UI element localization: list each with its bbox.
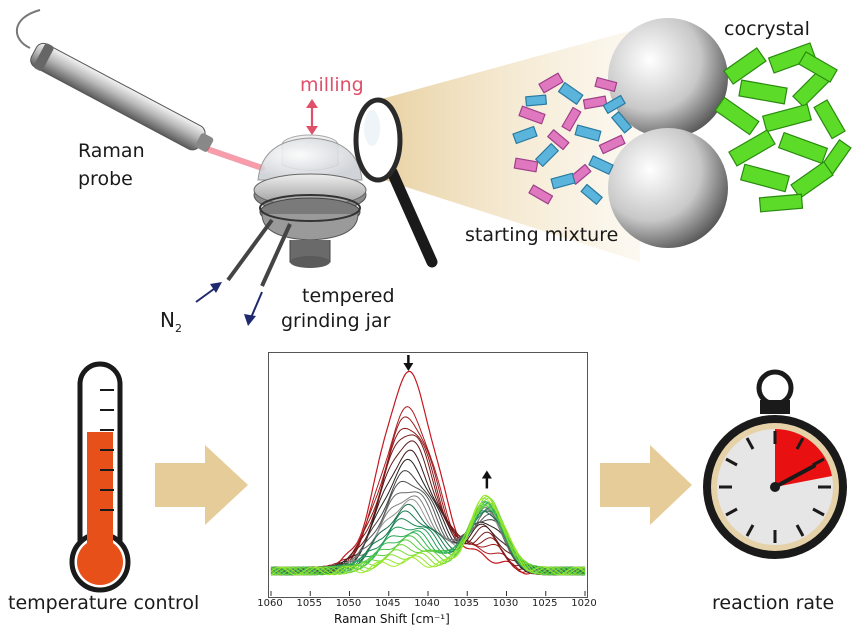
raman-spectrum-chart (268, 352, 588, 598)
x-tick-label: 1035 (453, 598, 479, 609)
cocrystal-crystals (714, 42, 852, 213)
x-axis-label: Raman Shift [cm⁻¹] (334, 612, 450, 626)
spectrum-series-7 (270, 449, 586, 576)
x-tick-label: 1040 (414, 598, 440, 609)
decrease-arrow-icon (403, 355, 414, 371)
increase-arrow-icon (481, 470, 492, 489)
flow-arrow-right (600, 445, 692, 525)
raman-probe-label-line1: Raman (78, 140, 145, 162)
spectrum-series-26 (270, 497, 586, 576)
milling-ball-top (608, 18, 728, 138)
temperature-control-label: temperature control (8, 592, 200, 614)
x-tick-label: 1045 (375, 598, 401, 609)
spectrum-series-12 (270, 495, 586, 576)
spectrum-series-15 (271, 510, 585, 576)
milling-ball-bottom (608, 128, 728, 248)
x-tick-label: 1050 (335, 598, 362, 609)
spectrum-series-21 (270, 505, 586, 576)
cocrystal-label: cocrystal (724, 18, 810, 40)
spectrum-series-24 (270, 495, 586, 576)
raman-probe-label-line2: probe (78, 168, 133, 190)
x-tick-label: 1020 (571, 598, 597, 609)
thermometer-icon (69, 361, 131, 593)
starting-mixture-crystals (512, 72, 633, 205)
n2-label: N2 (160, 308, 182, 335)
milling-arrow-icon (306, 99, 318, 135)
x-tick-label: 1060 (257, 598, 283, 609)
stopwatch-icon (703, 369, 847, 559)
magnifier-view-cone (378, 28, 640, 262)
x-tick-label: 1030 (492, 598, 519, 609)
milling-label: milling (300, 74, 364, 96)
magnifier-icon (353, 97, 438, 268)
reaction-rate-label: reaction rate (712, 592, 835, 614)
grinding-jar-icon (226, 134, 367, 287)
spectrum-plot-area (270, 355, 586, 596)
starting-mixture-label: starting mixture (465, 224, 619, 246)
flow-arrow-left (155, 445, 248, 525)
jar-label-line1: tempered (302, 285, 395, 307)
jar-label-line2: grinding jar (281, 310, 391, 332)
x-tick-label: 1025 (532, 598, 558, 609)
n2-flow-arrows (195, 282, 263, 326)
spectrum-series-25 (270, 494, 586, 576)
x-tick-label: 1055 (296, 598, 322, 609)
raman-probe-icon (15, 9, 214, 152)
